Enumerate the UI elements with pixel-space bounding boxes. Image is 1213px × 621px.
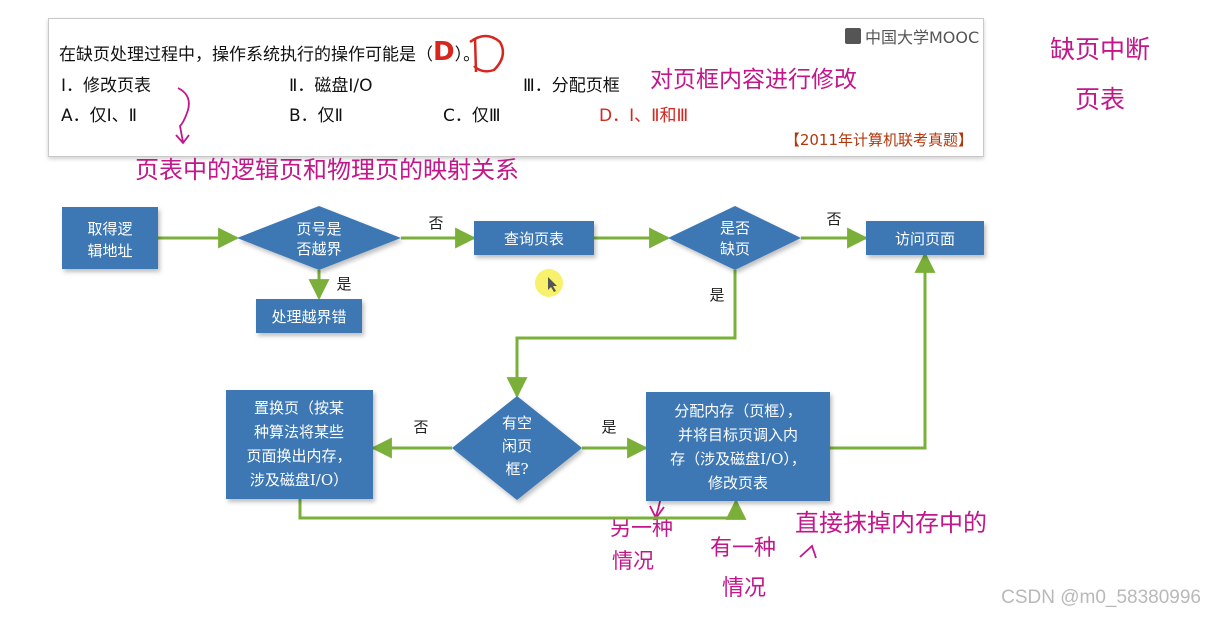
node-is-page-missing <box>668 206 801 270</box>
handwritten-note-top-right-1: 缺页中断 <box>1050 35 1151 64</box>
handwritten-note-item3: 对页框内容进行修改 <box>650 67 857 93</box>
node-replace-line4: 涉及磁盘I/O） <box>250 471 348 489</box>
handwritten-bracket-arrow <box>175 87 190 145</box>
node-alloc-line4: 修改页表 <box>708 474 768 492</box>
item-1: Ⅰ．修改页表 <box>61 76 152 96</box>
question-box: 在缺页处理过程中，操作系统执行的操作可能是（D）。 Ⅰ．修改页表 Ⅱ．磁盘I/O… <box>48 18 984 157</box>
node-handle-oob <box>256 299 362 333</box>
option-c: C．仅Ⅲ <box>443 106 501 126</box>
handwritten-note-other-1: 另一种 <box>610 516 673 540</box>
node-query-table-label: 查询页表 <box>504 230 564 248</box>
node-page-oob-line1: 页号是 <box>296 220 341 238</box>
option-d: D．Ⅰ、Ⅱ和Ⅲ <box>599 106 689 126</box>
label-yes-free: 是 <box>601 418 616 436</box>
answer-circle-stroke <box>469 34 505 73</box>
node-get-address-line1: 取得逻 <box>87 220 132 238</box>
label-yes-oob: 是 <box>336 275 351 293</box>
node-query-page-table <box>474 221 594 255</box>
label-no-free: 否 <box>413 418 428 436</box>
item-3: Ⅲ．分配页框 <box>523 76 620 96</box>
node-free-line3: 框? <box>505 460 528 478</box>
node-replace-line1: 置换页（按某 <box>254 399 344 417</box>
node-allocate-memory <box>646 392 830 501</box>
mooc-logo-icon <box>845 28 861 44</box>
handwritten-note-other-2: 情况 <box>612 549 654 573</box>
node-access-page-label: 访问页面 <box>895 230 955 248</box>
node-handle-oob-label: 处理越界错 <box>271 308 346 326</box>
handwritten-answer: D <box>433 37 455 67</box>
node-has-free-frame <box>452 396 582 500</box>
node-alloc-line3: 存（涉及磁盘I/O）， <box>670 450 806 468</box>
handwritten-note-top-right-2: 页表 <box>1075 85 1126 114</box>
question-stem: 在缺页处理过程中，操作系统执行的操作可能是（D）。 <box>59 37 480 67</box>
stem-suffix: ）。 <box>454 45 481 65</box>
stem-prefix: 在缺页处理过程中，操作系统执行的操作可能是（ <box>59 45 433 65</box>
mooc-logo-text: 中国大学MOOC <box>865 28 980 47</box>
node-replace-line2: 种算法将某些 <box>254 423 344 441</box>
option-a: A．仅Ⅰ、Ⅱ <box>61 106 138 126</box>
handwritten-note-has-1: 有一种 <box>710 536 777 561</box>
edge-missing-to-free <box>506 270 737 399</box>
node-access-page <box>866 221 984 255</box>
node-alloc-line2: 并将目标页调入内 <box>678 426 798 444</box>
label-yes-missing: 是 <box>709 286 724 304</box>
node-missing-line1: 是否 <box>720 219 750 237</box>
label-no-missing: 否 <box>826 210 841 228</box>
question-source: 【2011年计算机联考真题】 <box>784 131 973 149</box>
node-page-out-of-bounds <box>237 206 401 270</box>
option-b: B．仅Ⅱ <box>289 106 344 126</box>
handwritten-note-direct: 直接抹掉内存中的 <box>795 509 987 537</box>
cursor-icon <box>548 277 557 292</box>
node-alloc-line1: 分配内存（页框）， <box>674 402 802 420</box>
node-missing-line2: 缺页 <box>720 240 750 258</box>
node-replace-line3: 页面换出内存， <box>246 447 351 465</box>
edge-replace-to-alloc <box>298 498 747 520</box>
node-replace-page <box>226 390 373 499</box>
node-page-oob-line2: 否越界 <box>296 240 341 258</box>
node-free-line1: 有空 <box>502 414 532 432</box>
mooc-logo: 中国大学MOOC <box>845 24 979 48</box>
node-get-address-line2: 辑地址 <box>87 242 132 260</box>
node-free-line2: 闲页 <box>502 437 532 455</box>
watermark: CSDN @m0_58380996 <box>1001 587 1201 608</box>
node-get-address <box>62 207 158 269</box>
item-2: Ⅱ．磁盘I/O <box>289 76 373 96</box>
edge-alloc-to-access <box>830 251 936 450</box>
handwritten-note-has-2: 情况 <box>722 576 767 601</box>
handwritten-note-item1: 页表中的逻辑页和物理页的映射关系 <box>135 156 519 184</box>
label-no-oob: 否 <box>428 214 443 232</box>
handwritten-caret <box>799 544 817 559</box>
